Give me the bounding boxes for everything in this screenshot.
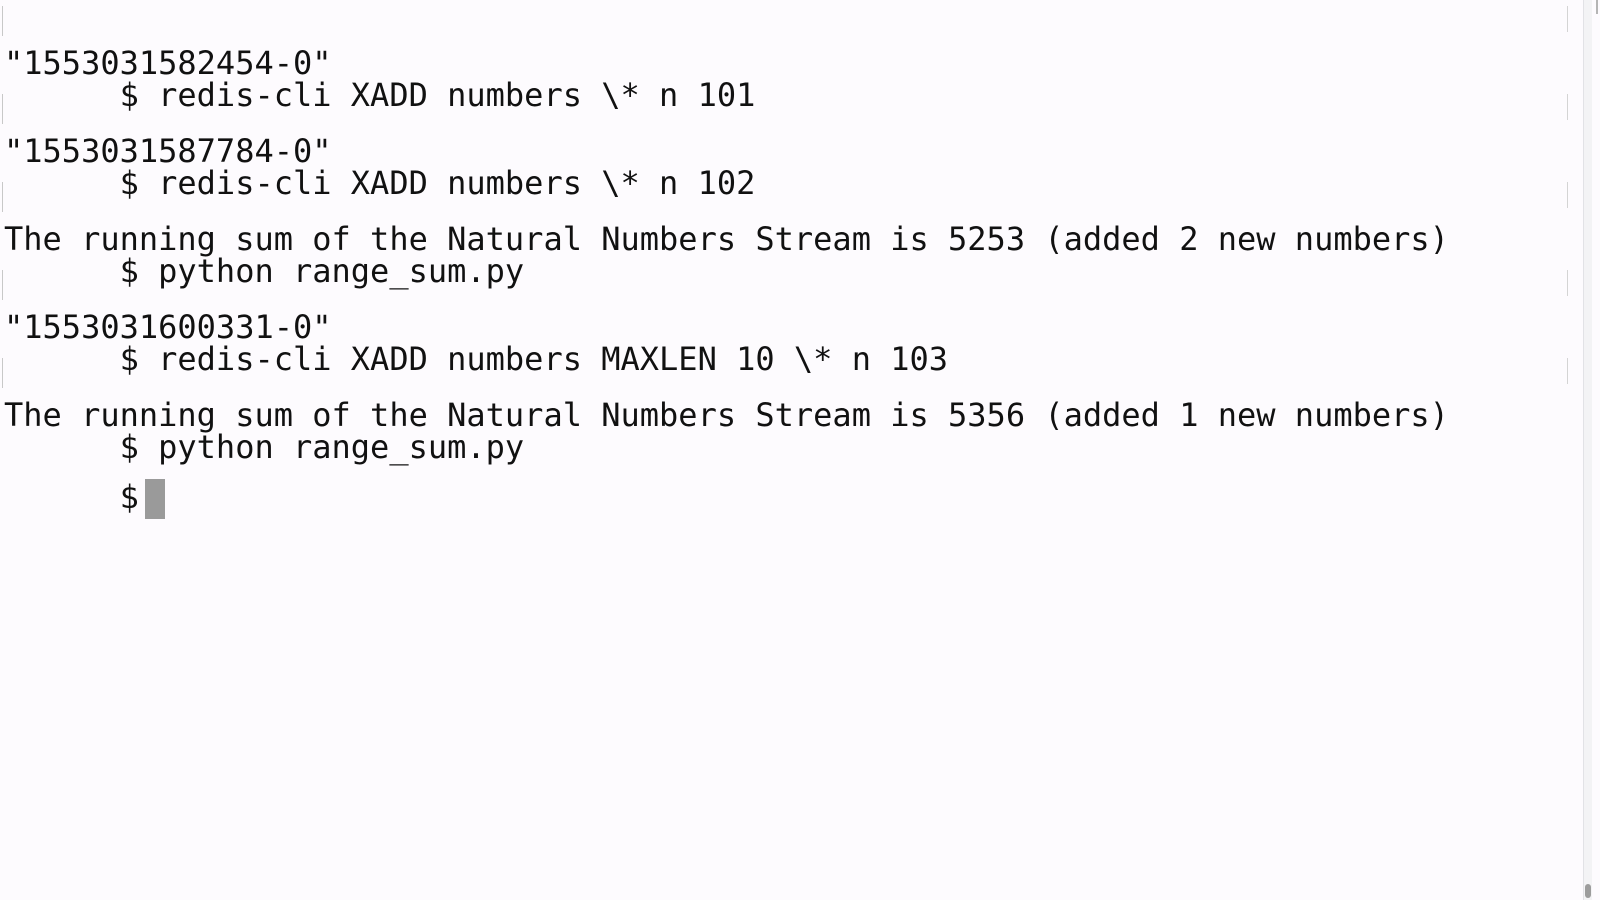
prompt-marker xyxy=(2,182,3,212)
command-text: redis-cli XADD numbers \* n 101 xyxy=(158,76,756,114)
output-line: The running sum of the Natural Numbers S… xyxy=(4,220,1449,258)
resize-handle[interactable] xyxy=(1596,0,1598,14)
line-end-marker xyxy=(1567,358,1568,384)
command-line: $ redis-cli XADD numbers \* n 101 xyxy=(2,0,1568,114)
terminal-output: $ redis-cli XADD numbers \* n 101 "15530… xyxy=(2,0,1568,519)
output-line: "1553031600331-0" xyxy=(4,308,332,346)
prompt-marker xyxy=(2,6,3,36)
command-line: $ python range_sum.py xyxy=(2,176,1568,290)
output-line: "1553031587784-0" xyxy=(4,132,332,170)
output-line: The running sum of the Natural Numbers S… xyxy=(4,396,1449,434)
command-line: $ redis-cli XADD numbers MAXLEN 10 \* n … xyxy=(2,264,1568,378)
command-line: $ redis-cli XADD numbers \* n 102 xyxy=(2,88,1568,202)
command-text: redis-cli XADD numbers \* n 102 xyxy=(158,164,756,202)
text-cursor[interactable] xyxy=(144,479,165,519)
command-line: $ python range_sum.py xyxy=(2,352,1568,466)
prompt-symbol: $ xyxy=(119,340,139,378)
line-end-marker xyxy=(1567,182,1568,208)
line-end-marker xyxy=(1567,94,1568,120)
prompt-marker xyxy=(2,358,3,388)
prompt-marker xyxy=(2,94,3,124)
prompt-symbol: $ xyxy=(119,478,139,516)
command-text: redis-cli XADD numbers MAXLEN 10 \* n 10… xyxy=(158,340,949,378)
active-prompt-line[interactable]: $ xyxy=(4,440,1550,519)
prompt-symbol: $ xyxy=(119,76,139,114)
command-text: python range_sum.py xyxy=(158,428,525,466)
command-text: python range_sum.py xyxy=(158,252,525,290)
prompt-symbol: $ xyxy=(119,164,139,202)
prompt-marker xyxy=(2,270,3,300)
vertical-scrollbar[interactable] xyxy=(1583,0,1592,900)
prompt-symbol: $ xyxy=(119,428,139,466)
scrollbar-thumb[interactable] xyxy=(1585,884,1591,898)
line-end-marker xyxy=(1567,270,1568,296)
line-end-marker xyxy=(1567,6,1568,32)
output-line: "1553031582454-0" xyxy=(4,44,332,82)
prompt-symbol: $ xyxy=(119,252,139,290)
